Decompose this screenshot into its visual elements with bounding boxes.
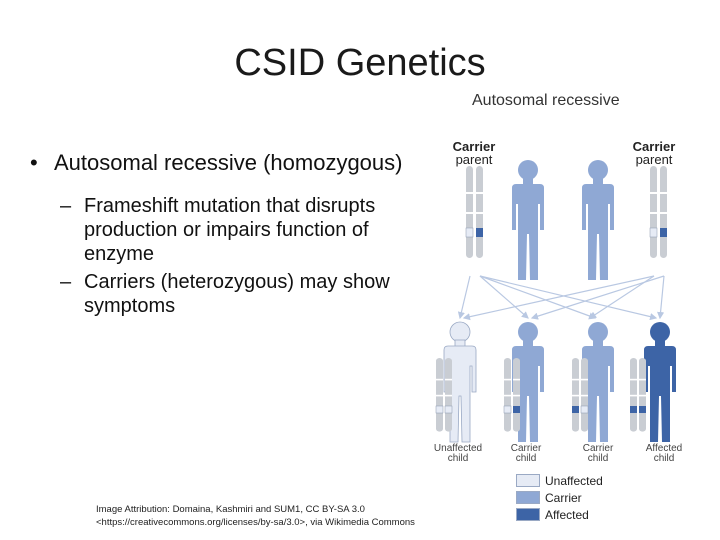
bullet-text: Autosomal recessive (homozygous) [54,150,402,175]
legend: Unaffected Carrier Affected [516,472,603,523]
child-label: Unaffected child [424,444,492,464]
carrier-parent-figure [582,160,614,280]
slide-title: CSID Genetics [190,42,530,85]
legend-label: Affected [545,508,589,522]
legend-item: Unaffected [516,472,603,489]
sub-bullet-marker: – [60,270,71,294]
child-label: Carrier child [570,444,626,464]
legend-item: Carrier [516,489,603,506]
image-attribution: Image Attribution: Domaina, Kashmiri and… [96,503,516,529]
sub-bullet-item: – Carriers (heterozygous) may show sympt… [26,270,426,318]
child-label-line2: child [588,453,609,464]
child-label: Carrier child [498,444,554,464]
legend-swatch-unaffected [516,474,540,487]
inheritance-figure: Autosomal recessive Carrier parent Carri… [420,86,720,526]
child-label-line2: child [654,453,675,464]
legend-item: Affected [516,506,603,523]
parent-right-chromosomes [650,166,667,258]
sub-bullet-item: – Frameshift mutation that disrupts prod… [26,194,426,266]
sub-bullet-text: Carriers (heterozygous) may show symptom… [84,271,390,317]
bullet-item: • Autosomal recessive (homozygous) [26,148,426,178]
parent-left-chromosomes [466,166,483,258]
bullet-list: • Autosomal recessive (homozygous) – Fra… [26,148,426,318]
child-label-line2: child [448,453,469,464]
legend-swatch-affected [516,508,540,521]
child-label: Affected child [632,444,696,464]
inheritance-arrows [460,276,664,318]
bullet-marker: • [30,148,38,178]
affected-child-figure [644,322,676,442]
sub-bullet-text: Frameshift mutation that disrupts produc… [84,195,375,265]
sub-bullet-marker: – [60,194,71,218]
child-label-line2: child [516,453,537,464]
legend-swatch-carrier [516,491,540,504]
legend-label: Carrier [545,491,582,505]
legend-label: Unaffected [545,474,603,488]
carrier-parent-figure [512,160,544,280]
